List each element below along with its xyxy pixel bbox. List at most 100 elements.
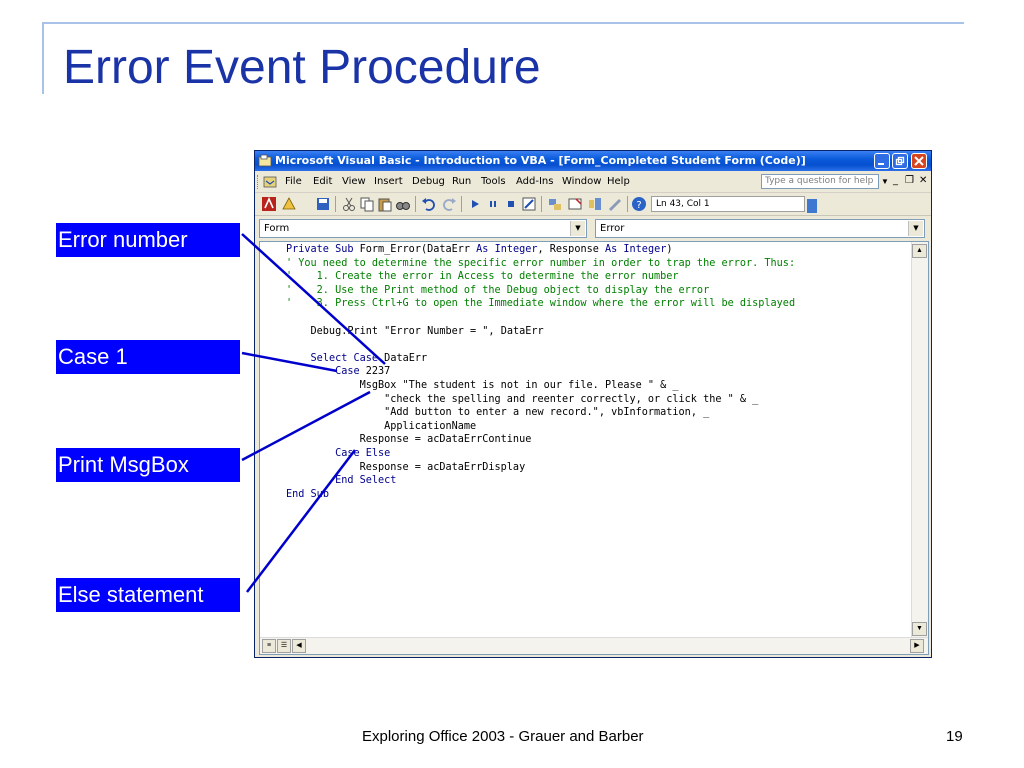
help-icon[interactable]: ? bbox=[631, 196, 647, 212]
page-number: 19 bbox=[946, 728, 963, 745]
design-mode-icon[interactable] bbox=[521, 196, 537, 212]
procedure-combo-value: Error bbox=[600, 223, 625, 234]
menu-debug[interactable]: Debug bbox=[412, 176, 445, 187]
menu-bar: File Edit View Insert Debug Run Tools Ad… bbox=[255, 172, 931, 193]
slide-footer: Exploring Office 2003 - Grauer and Barbe… bbox=[362, 728, 644, 745]
code-line[interactable]: "check the spelling and reenter correctl… bbox=[384, 393, 759, 405]
code-line[interactable] bbox=[286, 311, 906, 325]
insert-module-icon[interactable] bbox=[281, 196, 297, 212]
help-search-input[interactable]: Type a question for help bbox=[761, 174, 879, 189]
toolbar-separator bbox=[627, 196, 628, 212]
procedure-view-icon[interactable]: ≡ bbox=[262, 639, 276, 653]
code-line[interactable] bbox=[286, 338, 906, 352]
redo-icon[interactable] bbox=[441, 196, 457, 212]
object-browser-icon[interactable] bbox=[587, 196, 603, 212]
properties-window-icon[interactable] bbox=[567, 196, 583, 212]
toolbox-icon[interactable] bbox=[607, 196, 623, 212]
vertical-scrollbar[interactable]: ▲ ▼ bbox=[911, 242, 928, 637]
copy-icon[interactable] bbox=[359, 196, 375, 212]
code-line[interactable]: ' 3. Press Ctrl+G to open the Immediate … bbox=[286, 298, 796, 310]
menu-file[interactable]: File bbox=[285, 176, 302, 187]
cut-icon[interactable] bbox=[341, 196, 357, 212]
callout-print-msgbox: Print MsgBox bbox=[56, 448, 240, 482]
menu-insert[interactable]: Insert bbox=[374, 176, 403, 187]
standard-toolbar: ? Ln 43, Col 1 bbox=[255, 193, 931, 216]
scroll-left-icon[interactable]: ◀ bbox=[292, 639, 306, 653]
title-bar[interactable]: Microsoft Visual Basic - Introduction to… bbox=[255, 151, 931, 171]
undo-icon[interactable] bbox=[421, 196, 437, 212]
project-explorer-icon[interactable] bbox=[547, 196, 563, 212]
run-icon[interactable] bbox=[467, 196, 483, 212]
window-title: Microsoft Visual Basic - Introduction to… bbox=[275, 154, 806, 167]
code-line[interactable]: Response = acDataErrDisplay bbox=[286, 461, 526, 473]
vb-editor-window: Microsoft Visual Basic - Introduction to… bbox=[254, 150, 932, 658]
toolbar-separator bbox=[415, 196, 416, 212]
code-line[interactable]: ' You need to determine the specific err… bbox=[286, 257, 796, 269]
find-icon[interactable] bbox=[395, 196, 411, 212]
menu-view[interactable]: View bbox=[342, 176, 366, 187]
code-combos: Form ▼ Error ▼ bbox=[259, 219, 927, 239]
code-line[interactable]: End Select bbox=[335, 475, 397, 487]
toolbar-options-icon[interactable] bbox=[807, 199, 817, 213]
view-access-icon[interactable] bbox=[261, 196, 277, 212]
paste-icon[interactable] bbox=[377, 196, 393, 212]
cursor-position-label: Ln 43, Col 1 bbox=[651, 196, 805, 212]
callout-else-statement: Else statement bbox=[56, 578, 240, 612]
scroll-up-icon[interactable]: ▲ bbox=[912, 244, 927, 258]
toolbar-separator bbox=[541, 196, 542, 212]
mdi-restore-icon[interactable]: ❐ bbox=[905, 175, 914, 186]
svg-text:?: ? bbox=[636, 200, 641, 211]
chevron-down-icon[interactable]: ▼ bbox=[570, 221, 585, 236]
menu-tools[interactable]: Tools bbox=[481, 176, 506, 187]
menu-grip[interactable] bbox=[257, 175, 261, 189]
break-icon[interactable] bbox=[485, 196, 501, 212]
save-icon[interactable] bbox=[315, 196, 331, 212]
code-line[interactable]: MsgBox "The student is not in our file. … bbox=[286, 379, 679, 391]
horizontal-scrollbar[interactable]: ≡ ☰ ◀ ▶ bbox=[260, 637, 928, 654]
code-line[interactable]: "Add button to enter a new record.", vbI… bbox=[384, 407, 710, 419]
callout-error-number: Error number bbox=[56, 223, 240, 257]
close-button[interactable] bbox=[911, 153, 927, 169]
object-combo-value: Form bbox=[264, 223, 290, 234]
toolbar-separator bbox=[335, 196, 336, 212]
close-icon bbox=[914, 156, 924, 166]
code-line[interactable]: Debug.Print "Error Number = ", DataErr bbox=[286, 325, 544, 337]
vb-menu-icon[interactable] bbox=[263, 175, 277, 189]
code-line[interactable]: Private Sub Form_Error(DataErr As Intege… bbox=[286, 244, 673, 255]
code-line[interactable]: Response = acDataErrContinue bbox=[286, 434, 532, 446]
restore-icon bbox=[895, 156, 905, 166]
mdi-minimize-icon[interactable]: _ bbox=[893, 175, 898, 186]
vb-app-icon bbox=[258, 154, 272, 167]
top-rule bbox=[42, 22, 964, 24]
code-line[interactable]: ' 2. Use the Print method of the Debug o… bbox=[286, 284, 710, 296]
code-line[interactable]: Case Else bbox=[335, 447, 391, 459]
slide-title: Error Event Procedure bbox=[63, 41, 541, 94]
mdi-close-icon[interactable]: ✕ bbox=[919, 175, 928, 186]
scroll-right-icon[interactable]: ▶ bbox=[910, 639, 924, 653]
code-lines: Private Sub Form_Error(DataErr As Intege… bbox=[286, 243, 906, 501]
code-line[interactable]: End Sub bbox=[286, 488, 329, 500]
left-rule bbox=[42, 22, 44, 94]
reset-icon[interactable] bbox=[503, 196, 519, 212]
menu-edit[interactable]: Edit bbox=[313, 176, 333, 187]
code-line[interactable]: Select Case DataErr bbox=[310, 352, 428, 364]
chevron-down-icon[interactable]: ▼ bbox=[908, 221, 923, 236]
code-line[interactable]: Case 2237 bbox=[335, 366, 391, 378]
object-combo[interactable]: Form ▼ bbox=[259, 219, 587, 238]
procedure-combo[interactable]: Error ▼ bbox=[595, 219, 925, 238]
full-module-view-icon[interactable]: ☰ bbox=[277, 639, 291, 653]
menu-add-ins[interactable]: Add-Ins bbox=[516, 176, 554, 187]
menu-window[interactable]: Window bbox=[562, 176, 602, 187]
help-dropdown-icon[interactable]: ▼ bbox=[881, 177, 889, 186]
callout-case-1: Case 1 bbox=[56, 340, 240, 374]
toolbar-separator bbox=[461, 196, 462, 212]
minimize-icon bbox=[878, 163, 884, 165]
code-window[interactable]: Private Sub Form_Error(DataErr As Intege… bbox=[259, 241, 929, 655]
restore-button[interactable] bbox=[892, 153, 908, 169]
code-line[interactable]: ' 1. Create the error in Access to deter… bbox=[286, 271, 679, 283]
minimize-button[interactable] bbox=[874, 153, 890, 169]
menu-run[interactable]: Run bbox=[452, 176, 472, 187]
menu-help[interactable]: Help bbox=[607, 176, 630, 187]
scroll-down-icon[interactable]: ▼ bbox=[912, 622, 927, 636]
code-line[interactable]: ApplicationName bbox=[286, 420, 477, 432]
